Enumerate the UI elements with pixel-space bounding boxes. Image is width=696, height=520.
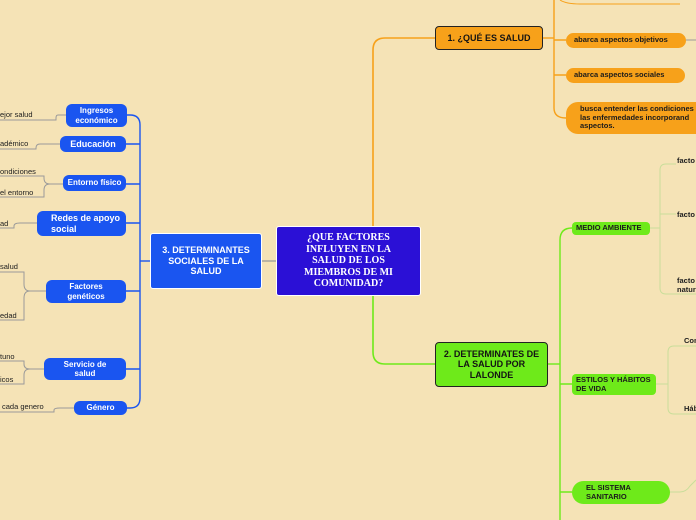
leaf-servicio-medicos[interactable]: icos <box>0 375 14 384</box>
topic-educacion[interactable]: Educación <box>60 136 126 152</box>
topic-entorno-fisico[interactable]: Entorno físico <box>63 175 126 191</box>
topic-medio-ambiente[interactable]: MEDIO AMBIENTE <box>572 222 650 235</box>
leaf-servicio-oportuno[interactable]: tuno <box>0 352 15 361</box>
topic-ingresos-economico[interactable]: Ingresos económico <box>66 104 127 127</box>
branch-determinantes-lalonde[interactable]: 2. DETERMINATES DE LA SALUD POR LALONDE <box>435 342 548 387</box>
topic-genero[interactable]: Género <box>74 401 127 415</box>
topic-busca-entender[interactable]: busca entender las condiciones las enfer… <box>566 102 696 134</box>
topic-sistema-sanitario[interactable]: EL SISTEMA SANITARIO <box>572 481 670 504</box>
topic-servicio-salud[interactable]: Servicio de salud <box>44 358 126 380</box>
branch-que-es-salud[interactable]: 1. ¿QUÉ ES SALUD <box>435 26 543 50</box>
leaf-geneticos-edad[interactable]: edad <box>0 311 17 320</box>
leaf-educacion[interactable]: adémico <box>0 139 29 148</box>
leaf-medio-factor-1[interactable]: facto <box>677 156 695 165</box>
topic-aspectos-objetivos[interactable]: abarca aspectos objetivos <box>566 33 686 48</box>
branch-determinantes-sociales[interactable]: 3. DETERMINANTES SOCIALES DE LA SALUD <box>150 233 262 289</box>
leaf-ingresos[interactable]: ejor salud <box>0 110 33 119</box>
topic-aspectos-sociales[interactable]: abarca aspectos sociales <box>566 68 685 83</box>
leaf-redes[interactable]: ad <box>0 219 9 228</box>
central-topic[interactable]: ¿QUE FACTORES INFLUYEN EN LA SALUD DE LO… <box>276 226 421 296</box>
topic-redes-apoyo-social[interactable]: Redes de apoyo social <box>37 211 126 236</box>
topic-factores-geneticos[interactable]: Factores genéticos <box>46 280 126 303</box>
leaf-genero[interactable]: cada genero <box>2 402 44 411</box>
leaf-entorno-condiciones[interactable]: ondiciones <box>0 167 36 176</box>
leaf-medio-factor-2[interactable]: facto <box>677 210 695 219</box>
leaf-medio-factor-3[interactable]: facto natur <box>677 276 696 295</box>
leaf-estilos-con[interactable]: Con <box>684 336 696 345</box>
leaf-estilos-hab[interactable]: Háb <box>684 404 696 413</box>
topic-estilos-habitos[interactable]: ESTILOS Y HÁBITOS DE VIDA <box>572 374 656 395</box>
leaf-entorno-el-entorno[interactable]: el entorno <box>0 188 34 197</box>
leaf-geneticos-salud[interactable]: salud <box>0 262 18 271</box>
